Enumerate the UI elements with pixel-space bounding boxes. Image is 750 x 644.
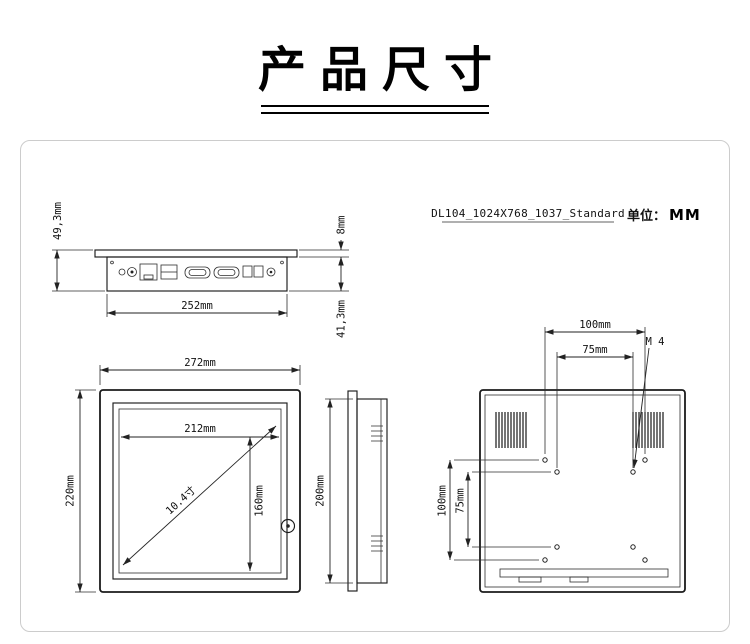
- extension-lines: [454, 459, 539, 561]
- dim-vesa-height-75-label: 75mm: [455, 488, 467, 513]
- screw-leader-line: [632, 347, 650, 469]
- screen-outline: [118, 408, 282, 574]
- dim-front-width-label: 272mm: [184, 357, 216, 369]
- top-profile-view: 49,3mm 8mm 41,3mm 252mm: [52, 202, 349, 338]
- rear-inner-outline: [484, 394, 681, 588]
- dim-vesa-height-100-label: 100mm: [437, 485, 449, 517]
- dim-width-label: 252mm: [181, 300, 213, 312]
- front-outline: [99, 389, 301, 593]
- front-bezel-inner: [112, 402, 288, 580]
- dim-body-depth-label: 41,3mm: [336, 300, 348, 338]
- screw-hole: [110, 260, 114, 265]
- title-underline: [261, 105, 489, 114]
- rear-view: 100mm 75mm M 4 100mm 75mm: [437, 319, 686, 593]
- rj45-tab: [143, 274, 154, 280]
- serial-port-2-inner: [217, 269, 236, 276]
- vesa-hole-100: [542, 457, 548, 463]
- front-view: 272mm 220mm 212mm 160mm 10.4寸: [65, 357, 301, 593]
- extension-lines: [299, 249, 349, 258]
- antenna-jack-pin: [269, 270, 273, 274]
- rj45-port: [139, 263, 158, 281]
- rear-body-profile: [106, 256, 288, 292]
- unit-label: 单位：: [627, 208, 666, 224]
- rear-outline: [479, 389, 686, 593]
- power-jack-icon: [127, 267, 137, 277]
- side-view: 200mm: [315, 390, 388, 592]
- rear-bottom-tab: [569, 576, 589, 583]
- drawing-header: DL104_1024X768_1037_Standard 单位： MM: [431, 206, 701, 224]
- extension-lines: [544, 327, 646, 454]
- terminal-block-1: [242, 265, 253, 278]
- extension-lines: [75, 389, 96, 593]
- page-title: 产品尺寸: [257, 42, 506, 98]
- serial-port-1-inner: [188, 269, 207, 276]
- serial-port-2: [213, 266, 240, 279]
- rear-bottom-tab: [518, 576, 542, 583]
- power-jack-pin: [130, 270, 134, 274]
- extension-lines: [472, 471, 551, 548]
- vesa-hole-100: [642, 457, 648, 463]
- screw-hole: [280, 260, 284, 265]
- dim-total-depth-label: 49,3mm: [52, 202, 64, 240]
- power-button: [280, 518, 296, 534]
- dim-vesa-width-75-label: 75mm: [582, 344, 607, 356]
- front-bezel-profile: [94, 249, 298, 258]
- unit-value: MM: [669, 206, 701, 224]
- side-bezel: [347, 390, 358, 592]
- dim-vesa-width-100-label: 100mm: [579, 319, 611, 331]
- side-vent-slots: [371, 425, 383, 552]
- vesa-hole-75: [554, 469, 560, 475]
- extension-lines: [556, 352, 634, 468]
- vent-hatch-left: [495, 412, 527, 448]
- antenna-jack-icon: [266, 267, 276, 277]
- screw-spec-label: M 4: [646, 336, 665, 348]
- terminal-block-2: [253, 265, 264, 278]
- dim-line-diagonal: [122, 425, 277, 566]
- side-body: [356, 398, 388, 584]
- vesa-hole-100: [642, 557, 648, 563]
- rear-bottom-strip: [499, 568, 669, 578]
- serial-port-1: [184, 266, 211, 279]
- power-button-dot: [286, 524, 290, 528]
- vesa-hole-75: [630, 544, 636, 550]
- extension-lines: [52, 249, 105, 292]
- dim-front-height-label: 220mm: [65, 475, 77, 507]
- dimension-drawing-frame: DL104_1024X768_1037_Standard 单位： MM 49,3…: [20, 140, 730, 632]
- model-label: DL104_1024X768_1037_Standard: [431, 207, 625, 220]
- dim-side-height-label: 200mm: [315, 475, 327, 507]
- dim-bezel-thickness-label: 8mm: [336, 216, 348, 235]
- audio-jack-icon: [118, 268, 126, 276]
- dim-screen-width-label: 212mm: [184, 423, 216, 435]
- vesa-hole-100: [542, 557, 548, 563]
- vesa-hole-75: [630, 469, 636, 475]
- vesa-hole-75: [554, 544, 560, 550]
- extension-lines: [325, 398, 353, 584]
- dimension-drawing: DL104_1024X768_1037_Standard 单位： MM 49,3…: [52, 202, 701, 593]
- dim-screen-height-label: 160mm: [254, 485, 266, 517]
